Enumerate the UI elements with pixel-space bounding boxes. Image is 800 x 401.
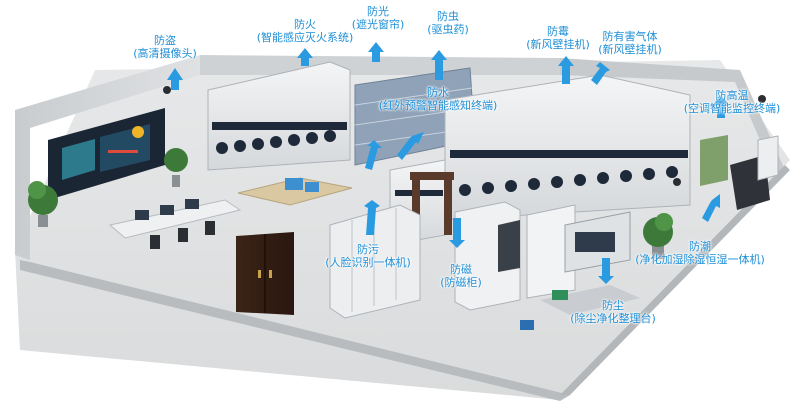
label-fangmei: 防霉 (新风壁挂机) bbox=[526, 25, 590, 51]
label-title: 防水 bbox=[427, 86, 449, 99]
plant-right bbox=[643, 213, 673, 259]
label-title: 防尘 bbox=[602, 299, 624, 312]
label-title: 防潮 bbox=[689, 240, 711, 253]
left-wall bbox=[15, 55, 200, 260]
video-wall bbox=[48, 108, 165, 200]
label-subtitle: (智能感应灭火系统) bbox=[256, 31, 354, 44]
label-fangdao: 防盗 (高清摄像头) bbox=[133, 34, 197, 60]
shelving-row-3 bbox=[444, 74, 691, 221]
server-rack bbox=[498, 220, 520, 272]
label-title: 防霉 bbox=[547, 25, 569, 38]
label-title: 防磁 bbox=[450, 263, 472, 276]
window bbox=[700, 135, 728, 186]
label-subtitle: (高清摄像头) bbox=[133, 47, 197, 60]
label-title: 防火 bbox=[294, 18, 316, 31]
label-subtitle: (新风壁挂机) bbox=[598, 43, 662, 56]
label-fangwu: 防污 (人脸识别一体机) bbox=[325, 243, 411, 269]
label-title: 防有害气体 bbox=[602, 30, 658, 43]
label-fangshui: 防水 (红外预警智能感知终端) bbox=[379, 86, 498, 112]
label-subtitle: (人脸识别一体机) bbox=[325, 256, 411, 269]
label-title: 防污 bbox=[357, 243, 379, 256]
label-title: 防光 bbox=[367, 5, 389, 18]
locker-cabinets bbox=[329, 204, 421, 319]
label-subtitle: (驱虫药) bbox=[427, 23, 469, 36]
label-subtitle: (遮光窗帘) bbox=[351, 18, 405, 31]
label-fanghuo: 防火 (智能感应灭火系统) bbox=[257, 18, 354, 44]
label-fangchong: 防虫 (驱虫药) bbox=[427, 10, 469, 36]
shelving-row-1 bbox=[207, 61, 351, 171]
label-subtitle: (防磁柜) bbox=[440, 276, 482, 289]
label-title: 防虫 bbox=[437, 10, 459, 23]
reading-table bbox=[237, 177, 353, 206]
label-subtitle: (空调智能监控终端) bbox=[683, 102, 781, 115]
label-fangchao: 防潮 (净化加湿除湿恒湿一体机) bbox=[635, 240, 765, 266]
label-fangci: 防磁 (防磁柜) bbox=[440, 263, 482, 289]
label-subtitle: (新风壁挂机) bbox=[526, 38, 590, 51]
label-subtitle: (净化加湿除湿恒湿一体机) bbox=[635, 253, 765, 266]
front-wall bbox=[20, 260, 570, 401]
humidity-unit bbox=[730, 135, 779, 210]
back-wall-right bbox=[560, 58, 785, 175]
label-title: 防高温 bbox=[715, 89, 749, 102]
plant-back bbox=[164, 148, 188, 187]
dust-cleaning-table bbox=[520, 211, 640, 330]
camera-icon bbox=[163, 86, 766, 186]
white-cabinets bbox=[526, 204, 576, 299]
workstations bbox=[108, 199, 242, 249]
label-fanggaowen: 防高温 (空调智能监控终端) bbox=[684, 89, 781, 115]
security-gate bbox=[410, 172, 454, 238]
label-fangchen: 防尘 (除尘净化整理台) bbox=[570, 299, 656, 325]
entrance-door bbox=[236, 232, 294, 315]
plant-left bbox=[28, 181, 58, 227]
label-fanghai: 防有害气体 (新风壁挂机) bbox=[598, 30, 662, 56]
label-subtitle: (红外预警智能感知终端) bbox=[378, 99, 498, 112]
label-subtitle: (除尘净化整理台) bbox=[570, 312, 656, 325]
arrow-icon bbox=[167, 42, 729, 284]
label-fangguang: 防光 (遮光窗帘) bbox=[352, 5, 405, 31]
right-wall bbox=[560, 165, 790, 395]
label-title: 防盗 bbox=[154, 34, 176, 47]
